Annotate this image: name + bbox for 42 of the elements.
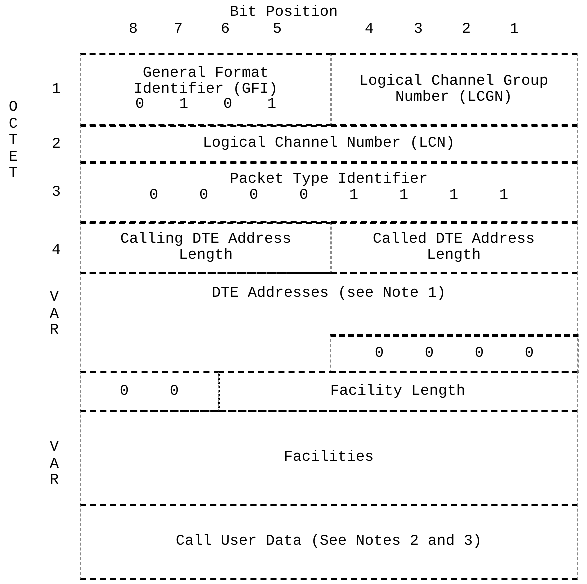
bit-values: 0 0 0 0 1 1 1 1 xyxy=(149,188,509,204)
packet-field xyxy=(80,162,578,223)
bit-number: 5 xyxy=(273,22,282,37)
bit-values: 0 0 xyxy=(120,384,179,400)
packet-field xyxy=(80,272,578,372)
bit-number: 8 xyxy=(129,22,138,37)
length-marker: VAR xyxy=(48,440,60,490)
octet-number: 1 xyxy=(52,82,62,97)
axis-title: OCTET xyxy=(8,100,19,182)
packet-field xyxy=(80,53,332,126)
packet-field xyxy=(80,125,578,163)
field-name: Packet Type Identifier xyxy=(230,172,428,188)
bit-values: 0 1 0 1 xyxy=(135,97,276,114)
field-name: Called DTE Address Length xyxy=(372,232,536,264)
field-name: Logical Channel Group Number (LCGN) xyxy=(358,74,550,106)
packet-field xyxy=(80,504,578,580)
length-marker: VAR xyxy=(48,290,60,340)
field-name: Call User Data (See Notes 2 and 3) xyxy=(176,534,482,550)
bit-number: 4 xyxy=(365,22,374,37)
bit-number: 6 xyxy=(221,22,230,37)
octet-number: 4 xyxy=(52,243,62,258)
packet-field xyxy=(330,53,578,126)
field-name: Calling DTE Address Length xyxy=(119,232,293,264)
bit-number: 1 xyxy=(510,22,520,37)
octet-number: 3 xyxy=(52,185,62,200)
octet-number: 2 xyxy=(52,137,62,152)
packet-field xyxy=(330,334,579,373)
packet-field xyxy=(80,222,332,274)
axis-title: Bit Position xyxy=(230,5,338,20)
field-name: Logical Channel Number (LCN) xyxy=(202,136,456,152)
packet-field xyxy=(218,371,578,412)
packet-field xyxy=(80,410,578,506)
packet-field xyxy=(80,371,220,412)
field-name: Facilities xyxy=(284,450,374,466)
bit-number: 3 xyxy=(414,22,424,37)
field-name: DTE Addresses (see Note 1) xyxy=(212,286,446,302)
bit-values: 0 0 0 0 xyxy=(374,346,534,362)
field-name: Facility Length xyxy=(330,384,466,400)
packet-field xyxy=(330,222,578,274)
bit-number: 7 xyxy=(174,22,184,37)
bit-number: 2 xyxy=(462,22,472,37)
field-name: General Format Identifier (GFI) xyxy=(132,66,280,98)
